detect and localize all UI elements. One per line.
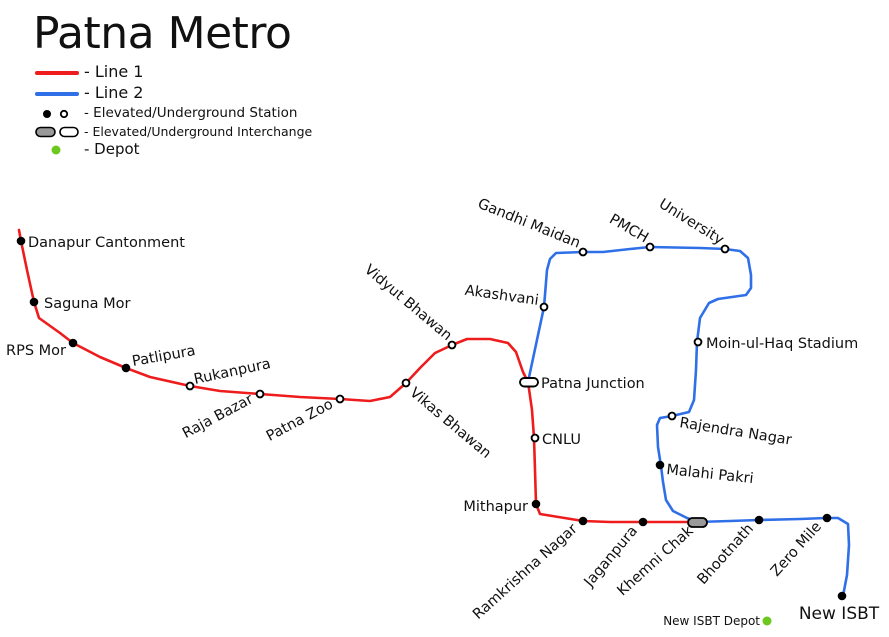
legend-label: - Depot (84, 140, 140, 158)
station-label: Patlipura (131, 343, 197, 370)
station-patna-zoo[interactable]: Patna Zoo (264, 394, 345, 445)
station-label: Patna Zoo (264, 396, 336, 444)
legend-label: - Elevated/Underground Station (84, 105, 298, 121)
station-ramkrishna-nagar[interactable]: Ramkrishna Nagar (470, 516, 588, 623)
station-label: Patna Junction (541, 376, 645, 392)
station-mithapur[interactable]: Mithapur (463, 499, 541, 515)
station-patna-junction[interactable]: Patna Junction (519, 376, 645, 392)
elevated-station-icon (754, 515, 764, 525)
station-label: New ISBT (799, 604, 880, 624)
interchange-pills-icon (35, 126, 79, 138)
station-label: Rukanpura (193, 356, 273, 388)
underground-station-icon (185, 381, 195, 391)
underground-station-icon (447, 340, 457, 350)
elevated-interchange-icon (687, 517, 708, 528)
underground-station-icon (530, 433, 540, 443)
station-cnlu[interactable]: CNLU (530, 432, 581, 448)
elevated-station-icon (578, 516, 588, 526)
station-label: Raja Bazar (180, 391, 256, 442)
legend-label: - Elevated/Underground Interchange (84, 124, 313, 139)
underground-station-icon (667, 411, 677, 421)
depot-icon (762, 616, 772, 626)
station-label: Vidyut Bhawan (361, 262, 455, 344)
underground-station-icon (539, 302, 549, 312)
station-patlipura[interactable]: Patlipura (121, 343, 197, 373)
map-title: Patna Metro (33, 8, 292, 59)
elevated-station-icon (655, 460, 665, 470)
legend-label: - Line 2 (84, 83, 144, 102)
station-label: CNLU (542, 432, 581, 448)
station-label: Zero Mile (768, 519, 825, 580)
station-label: Ramkrishna Nagar (470, 521, 581, 623)
station-vikas-bhawan[interactable]: Vikas Bhawan (401, 378, 494, 462)
underground-station-icon (645, 242, 655, 252)
elevated-station-icon (29, 297, 39, 307)
station-pmch[interactable]: PMCH (606, 211, 655, 252)
station-label: Danapur Cantonment (28, 235, 185, 251)
station-moin-ul-haq-stadium[interactable]: Moin-ul-Haq Stadium (693, 336, 859, 352)
station-dots-icon (43, 109, 69, 119)
station-rajendra-nagar[interactable]: Rajendra Nagar (667, 411, 793, 449)
station-saguna-mor[interactable]: Saguna Mor (29, 296, 131, 312)
depot-dot-icon (51, 145, 61, 155)
depot-new-isbt[interactable]: New ISBT Depot (663, 614, 772, 628)
station-label: Gandhi Maidan (475, 196, 582, 252)
station-new-isbt[interactable]: New ISBT (799, 591, 880, 624)
underground-station-icon (578, 247, 588, 257)
station-akashvani[interactable]: Akashvani (464, 283, 549, 312)
station-label: Mithapur (463, 499, 528, 515)
elevated-station-icon (121, 363, 131, 373)
station-vidyut-bhawan[interactable]: Vidyut Bhawan (361, 262, 457, 350)
station-malahi-pakri[interactable]: Malahi Pakri (655, 460, 755, 487)
elevated-station-icon (638, 517, 648, 527)
underground-station-icon (335, 394, 345, 404)
underground-station-icon (401, 378, 411, 388)
red-line-icon (35, 71, 79, 75)
station-label: Bhootnath (695, 521, 757, 588)
underground-station-icon (693, 337, 703, 347)
line2-route (526, 245, 851, 598)
legend-label: - Line 1 (84, 62, 144, 81)
station-label: Rajendra Nagar (678, 415, 792, 449)
elevated-station-icon (16, 236, 26, 246)
elevated-station-icon (822, 513, 832, 523)
depot-label: New ISBT Depot (663, 614, 760, 628)
elevated-station-icon (68, 338, 78, 348)
station-gandhi-maidan[interactable]: Gandhi Maidan (475, 196, 588, 257)
station-label: PMCH (606, 211, 651, 246)
elevated-station-icon (531, 499, 541, 509)
station-label: Saguna Mor (44, 296, 131, 312)
underground-station-icon (255, 389, 265, 399)
station-label: Vikas Bhawan (406, 385, 493, 462)
station-zero-mile[interactable]: Zero Mile (768, 513, 832, 580)
station-label: Akashvani (464, 283, 540, 309)
station-label: Moin-ul-Haq Stadium (706, 336, 858, 352)
station-rukanpura[interactable]: Rukanpura (185, 356, 273, 391)
station-danapur-cantonment[interactable]: Danapur Cantonment (16, 235, 186, 251)
station-rps-mor[interactable]: RPS Mor (6, 338, 78, 359)
station-university[interactable]: University (656, 196, 730, 254)
underground-interchange-icon (519, 377, 539, 388)
blue-line-icon (35, 92, 79, 96)
station-label: RPS Mor (6, 343, 66, 359)
station-label: University (656, 196, 727, 249)
station-raja-bazar[interactable]: Raja Bazar (180, 389, 265, 442)
elevated-station-icon (837, 591, 847, 601)
station-label: Malahi Pakri (666, 462, 755, 487)
underground-station-icon (720, 244, 730, 254)
